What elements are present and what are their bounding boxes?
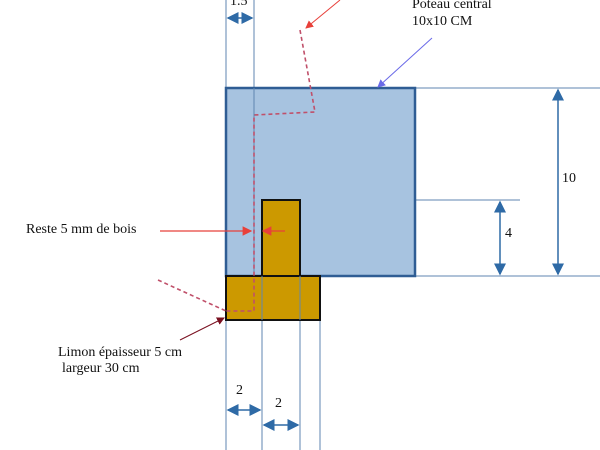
post-size-label: 10x10 CM <box>412 14 473 29</box>
dim-tenon-height: 4 <box>505 226 512 241</box>
dashed-outline <box>157 29 316 312</box>
stringer-width-label: largeur 30 cm <box>62 361 140 376</box>
dim-bottom-tenon: 2 <box>275 396 282 411</box>
remaining-wood-label: Reste 5 mm de bois <box>26 222 137 237</box>
stringer <box>225 275 321 321</box>
post-name-label: Poteau central <box>412 0 492 12</box>
dim-post-height: 10 <box>562 171 576 186</box>
tenon <box>261 199 301 277</box>
central-post <box>224 86 417 278</box>
dim-bottom-left: 2 <box>236 383 243 398</box>
dim-top-offset: 1.5 <box>230 0 248 9</box>
dimension-arrows <box>226 12 564 431</box>
stringer-thickness-label: Limon épaisseur 5 cm <box>58 345 183 360</box>
